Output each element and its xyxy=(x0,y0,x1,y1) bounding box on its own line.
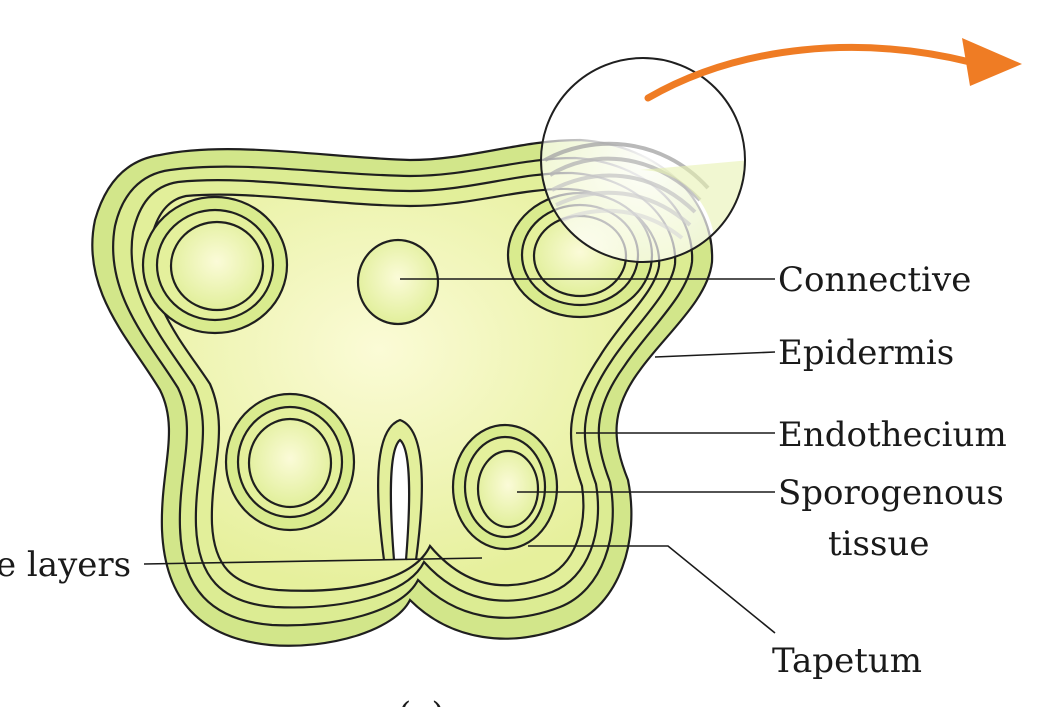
label-sporogenous: Sporogenous xyxy=(778,473,1004,513)
caption: (a) xyxy=(398,695,445,707)
labels: Connective Epidermis Endothecium Sporoge… xyxy=(0,260,1007,707)
label-tapetum: Tapetum xyxy=(772,641,922,681)
leader-lines xyxy=(143,278,776,634)
pollen-sac-top-left xyxy=(141,195,289,335)
pollen-sac-bottom-right xyxy=(451,423,559,551)
pollen-sac-bottom-left xyxy=(224,392,356,532)
middle-layers-leader xyxy=(143,557,483,565)
label-middle-layers: e layers xyxy=(0,545,131,585)
magnifier-lens xyxy=(540,57,746,263)
label-endothecium: Endothecium xyxy=(778,415,1007,455)
label-tissue: tissue xyxy=(828,524,929,564)
zoom-arrow xyxy=(644,38,1022,102)
central-groove-inner xyxy=(389,438,411,561)
connective-region xyxy=(356,238,440,326)
tapetum-leader xyxy=(528,545,776,634)
label-connective: Connective xyxy=(778,260,971,300)
epidermis-leader xyxy=(654,351,776,358)
label-epidermis: Epidermis xyxy=(778,333,954,373)
